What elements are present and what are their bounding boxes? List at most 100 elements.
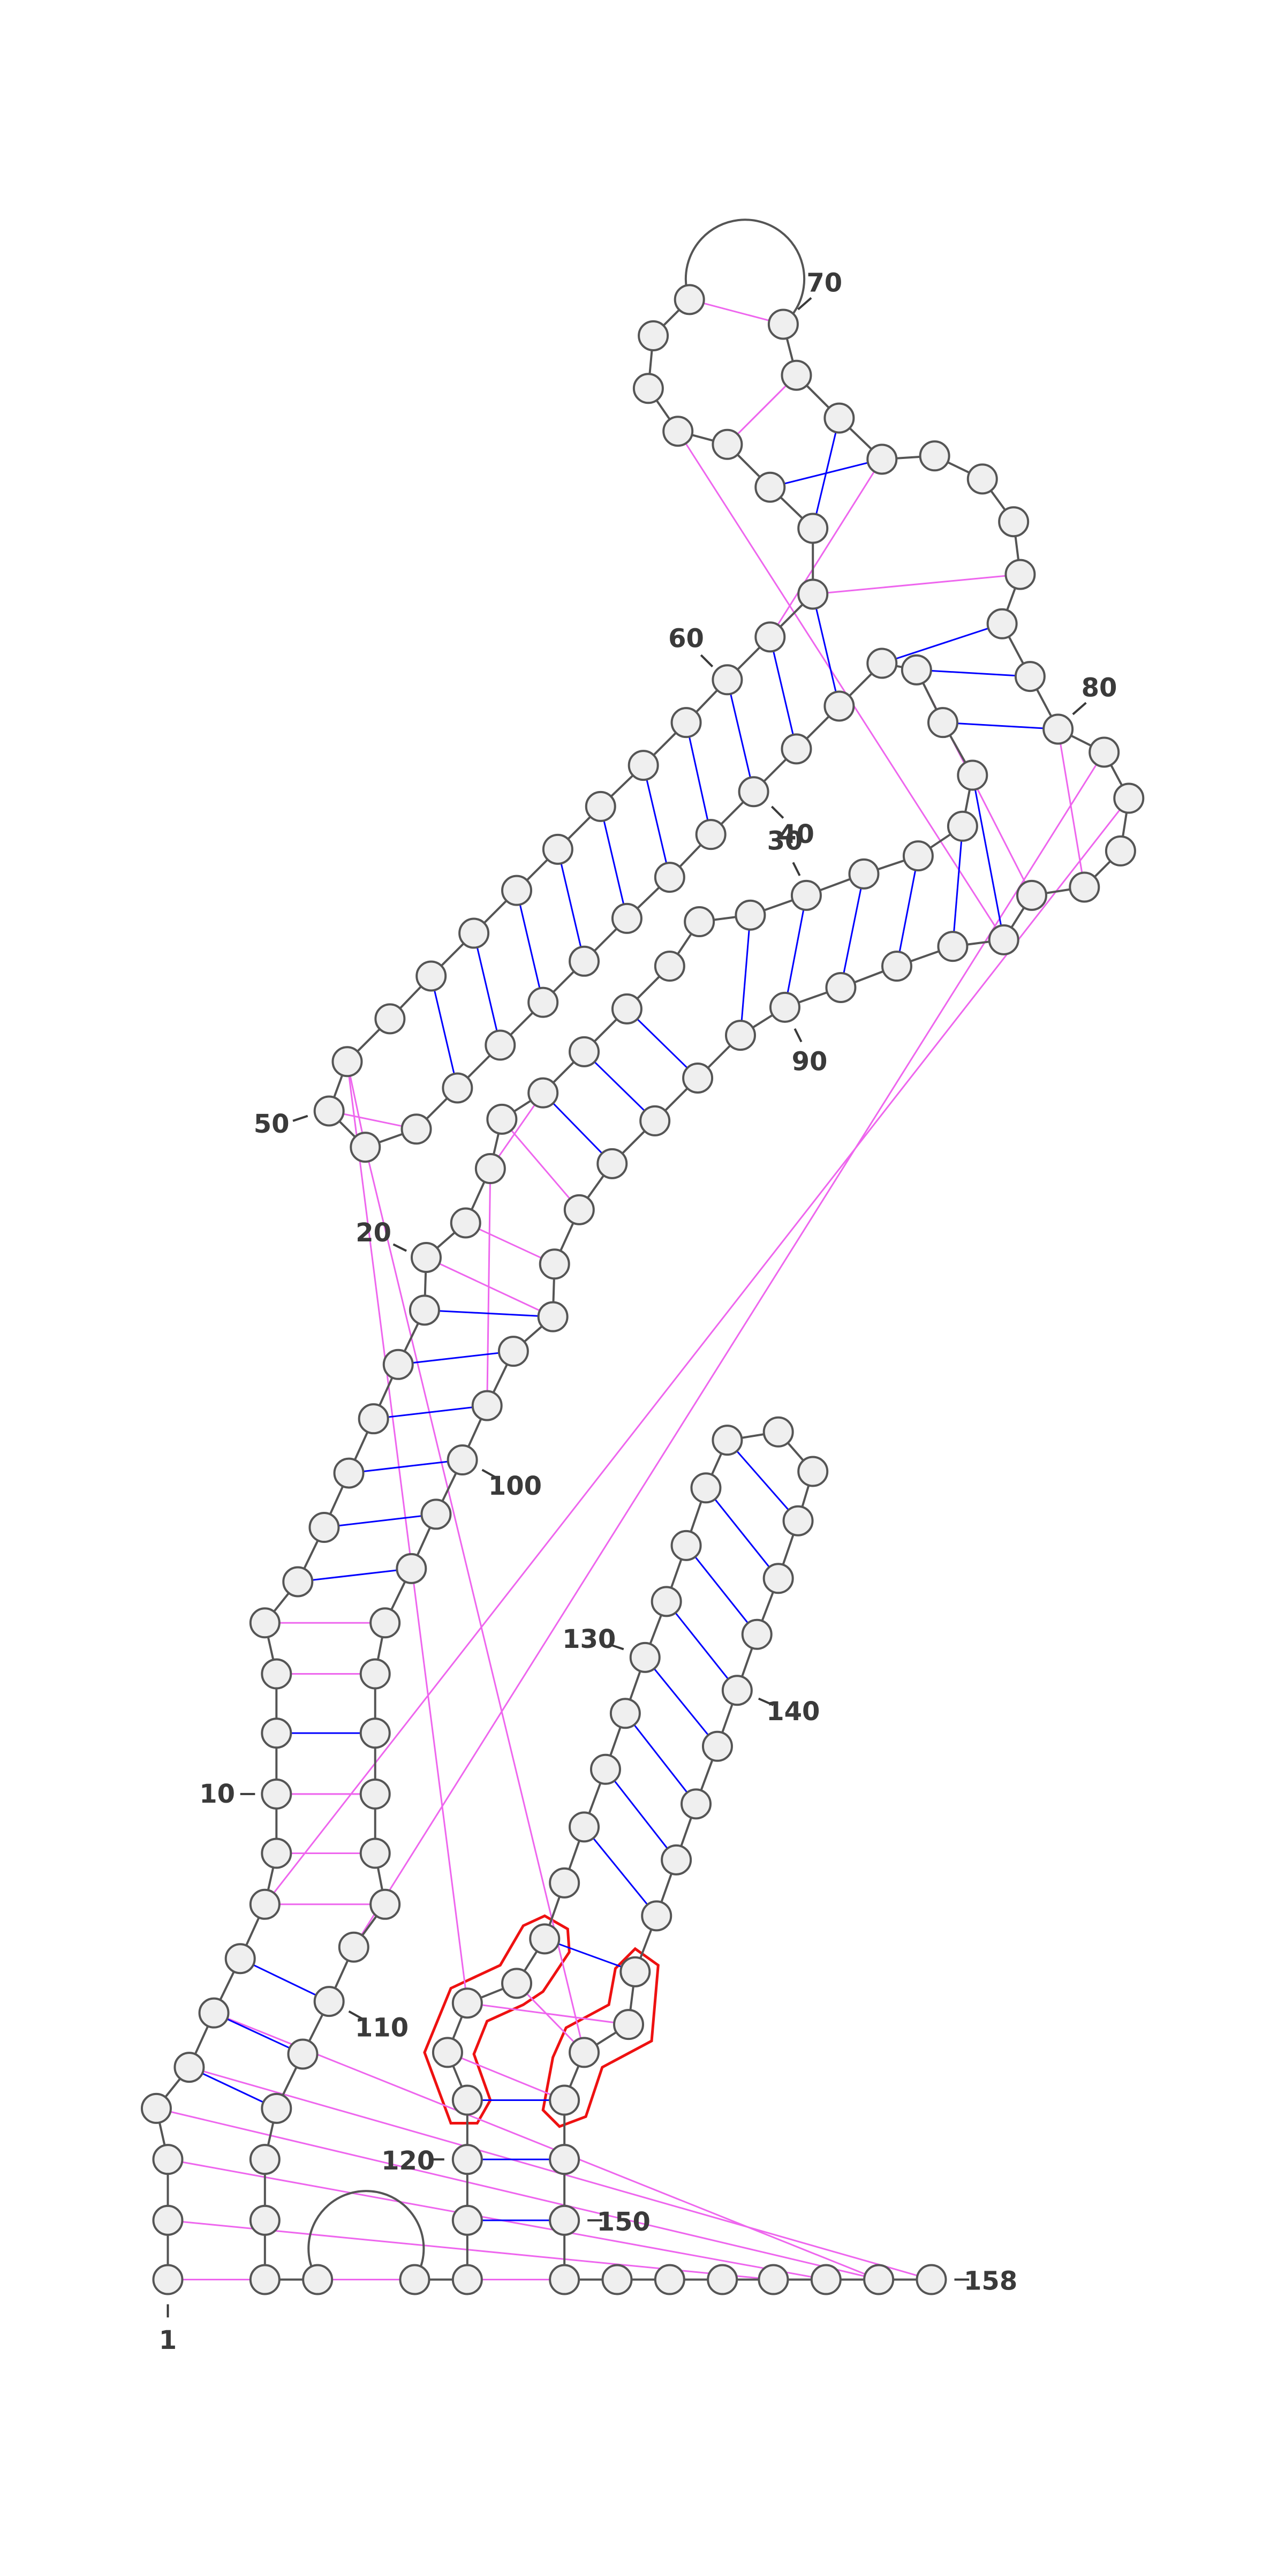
nucleotide-86 <box>988 924 1019 955</box>
nucleotide-53 <box>415 960 447 992</box>
nucleotide-153 <box>654 2264 685 2295</box>
nucleotide-112 <box>261 2092 292 2124</box>
nucleotide-100 <box>447 1444 478 1476</box>
nucleotide-39 <box>781 733 812 765</box>
base-pair <box>644 1656 719 1747</box>
base-pair <box>240 1957 330 2002</box>
base-pair <box>739 915 751 1036</box>
nucleotide-113 <box>249 2144 281 2175</box>
nucleotide-103 <box>369 1607 401 1639</box>
base-pair <box>916 669 1030 677</box>
nucleotide-1 <box>152 2264 184 2295</box>
label-tick-60 <box>700 654 714 668</box>
base-pair <box>769 458 882 488</box>
base-pair <box>642 765 671 878</box>
nucleotide-128 <box>589 1753 621 1785</box>
base-pair <box>430 976 458 1088</box>
base-pair <box>349 1459 463 1474</box>
nucleotide-130 <box>629 1641 661 1673</box>
base-pair <box>666 1601 738 1691</box>
nucleotide-70 <box>767 308 799 340</box>
position-label-80: 80 <box>1082 673 1117 703</box>
tertiary-interaction <box>168 2158 827 2280</box>
nucleotide-13 <box>249 1607 281 1639</box>
nucleotide-79 <box>1014 661 1046 692</box>
base-pair <box>557 849 585 962</box>
base-pair <box>769 637 797 749</box>
nucleotide-2 <box>152 2204 184 2236</box>
nucleotide-26 <box>611 993 642 1025</box>
nucleotide-110 <box>313 1986 345 2017</box>
label-tick-110 <box>348 2010 365 2021</box>
tertiary-interaction <box>346 1061 468 2003</box>
nucleotide-52 <box>374 1003 406 1035</box>
tertiary-interaction <box>465 1222 555 1265</box>
nucleotide-41 <box>695 819 727 850</box>
position-label-110: 110 <box>355 2013 409 2043</box>
nucleotide-85 <box>1016 879 1047 911</box>
tertiary-interaction <box>353 751 1105 1948</box>
base-pair <box>583 1826 657 1917</box>
tertiary-interaction <box>689 298 784 325</box>
nucleotide-142 <box>681 1788 712 1820</box>
nucleotide-37 <box>866 647 898 679</box>
nucleotide-154 <box>707 2264 738 2295</box>
nucleotide-29 <box>735 899 766 931</box>
nucleotide-21 <box>450 1207 481 1239</box>
nucleotide-80 <box>1042 713 1074 745</box>
nucleotide-93 <box>639 1105 671 1136</box>
position-label-40: 40 <box>778 819 814 849</box>
nucleotide-144 <box>641 1900 672 1932</box>
nucleotide-158 <box>916 2264 947 2295</box>
nucleotide-8 <box>249 1888 281 1920</box>
base-pair <box>951 826 964 947</box>
nucleotide-48 <box>400 1113 432 1145</box>
base-pair <box>685 1545 758 1635</box>
nucleotide-114 <box>249 2204 281 2236</box>
nucleotide-127 <box>569 1811 600 1843</box>
nucleotide-122 <box>432 2037 463 2068</box>
nucleotide-99 <box>471 1390 503 1421</box>
nucleotide-94 <box>596 1148 628 1179</box>
nucleotide-46 <box>485 1029 516 1061</box>
label-tick-140 <box>758 1697 774 1706</box>
nucleotide-102 <box>396 1553 427 1584</box>
nucleotide-60 <box>712 664 743 696</box>
nucleotide-nodes <box>140 284 1145 2295</box>
nucleotide-133 <box>690 1472 722 1504</box>
nucleotide-30 <box>790 879 822 911</box>
label-tick-90 <box>793 1028 803 1043</box>
tertiary-interaction <box>156 2107 879 2280</box>
nucleotide-121 <box>451 2084 483 2116</box>
nucleotide-89 <box>825 971 857 1003</box>
nucleotide-58 <box>628 750 659 781</box>
nucleotide-27 <box>654 951 685 982</box>
base-pair <box>213 2012 304 2055</box>
position-label-30: 30 <box>767 826 803 856</box>
nucleotide-82 <box>1113 782 1145 814</box>
nucleotide-36 <box>901 654 932 686</box>
tertiary-interaction <box>264 797 1130 1905</box>
nucleotide-9 <box>261 1837 292 1869</box>
nucleotide-44 <box>569 945 600 977</box>
base-pair <box>685 722 712 835</box>
base-pair <box>881 623 1003 664</box>
tertiary-interaction <box>501 1118 580 1210</box>
label-tick-130 <box>608 1643 624 1651</box>
nucleotide-42 <box>654 862 685 893</box>
nucleotide-34 <box>957 759 988 791</box>
base-pair <box>896 855 919 967</box>
nucleotide-14 <box>282 1566 314 1598</box>
nucleotide-24 <box>527 1077 559 1109</box>
nucleotide-140 <box>721 1675 753 1706</box>
base-pair <box>626 1008 699 1079</box>
base-pair <box>324 1513 436 1528</box>
nucleotide-105 <box>359 1718 391 1749</box>
nucleotide-129 <box>609 1698 641 1729</box>
nucleotide-120 <box>451 2144 483 2175</box>
nucleotide-87 <box>937 931 969 962</box>
base-pair <box>298 1568 412 1583</box>
nucleotide-108 <box>369 1888 401 1920</box>
nucleotide-56 <box>542 833 573 865</box>
